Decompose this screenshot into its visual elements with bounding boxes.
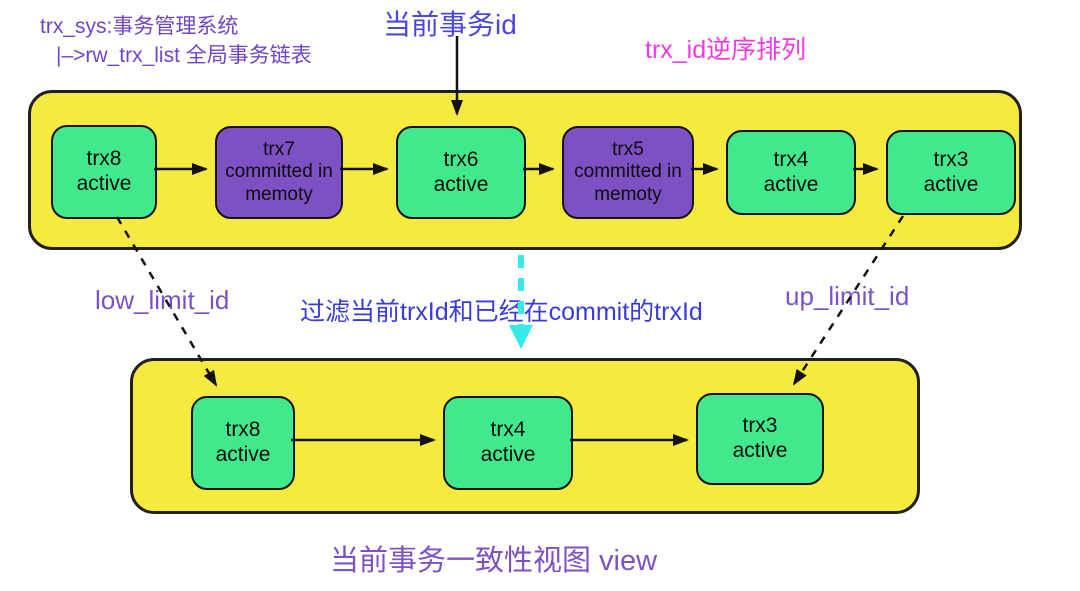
node-trx4: trx4 active xyxy=(726,130,856,215)
view-node-trx4: trx4 active xyxy=(443,396,573,490)
filter-note-label: 过滤当前trxId和已经在commit的trxId xyxy=(300,298,703,326)
node-state: active xyxy=(763,172,819,196)
node-trx7: trx7 committed in memoty xyxy=(215,126,343,219)
node-trx6: trx6 active xyxy=(396,126,526,219)
node-state: active xyxy=(215,443,271,466)
node-state: committed in memoty xyxy=(574,161,688,205)
node-id: trx6 xyxy=(443,147,479,171)
node-id: trx8 xyxy=(86,147,122,171)
node-id: trx4 xyxy=(773,147,809,171)
consistency-view-container: trx8 active trx4 active trx3 active xyxy=(130,358,920,514)
node-id: trx3 xyxy=(742,414,778,438)
current-trx-id-label: 当前事务id xyxy=(383,9,517,40)
node-trx5: trx5 committed in memoty xyxy=(562,126,694,219)
node-state: active xyxy=(433,172,489,196)
up-limit-id-label: up_limit_id xyxy=(785,281,910,311)
trx-id-order-label: trx_id逆序排列 xyxy=(645,36,807,64)
view-caption-label: 当前事务一致性视图 view xyxy=(330,545,658,577)
node-id: trx8 xyxy=(225,418,261,442)
node-state: active xyxy=(480,443,536,466)
node-state: active xyxy=(923,172,979,196)
node-id: trx7 xyxy=(263,138,295,160)
view-node-trx3: trx3 active xyxy=(696,393,824,485)
node-state: active xyxy=(732,439,788,462)
node-state: committed in memoty xyxy=(225,161,339,205)
view-node-trx8: trx8 active xyxy=(191,396,295,490)
node-state: active xyxy=(76,172,132,195)
low-limit-id-label: low_limit_id xyxy=(95,285,230,315)
node-id: trx5 xyxy=(612,138,644,160)
node-trx3: trx3 active xyxy=(886,130,1016,215)
node-id: trx3 xyxy=(933,147,969,171)
rw-trx-list-label: |–>rw_trx_list 全局事务链表 xyxy=(56,44,312,67)
rw-trx-list-container: trx8 active trx7 committed in memoty trx… xyxy=(28,90,1022,250)
trx-sys-title-label: trx_sys:事务管理系统 xyxy=(40,15,239,38)
node-trx8: trx8 active xyxy=(51,125,157,219)
node-id: trx4 xyxy=(490,418,526,442)
